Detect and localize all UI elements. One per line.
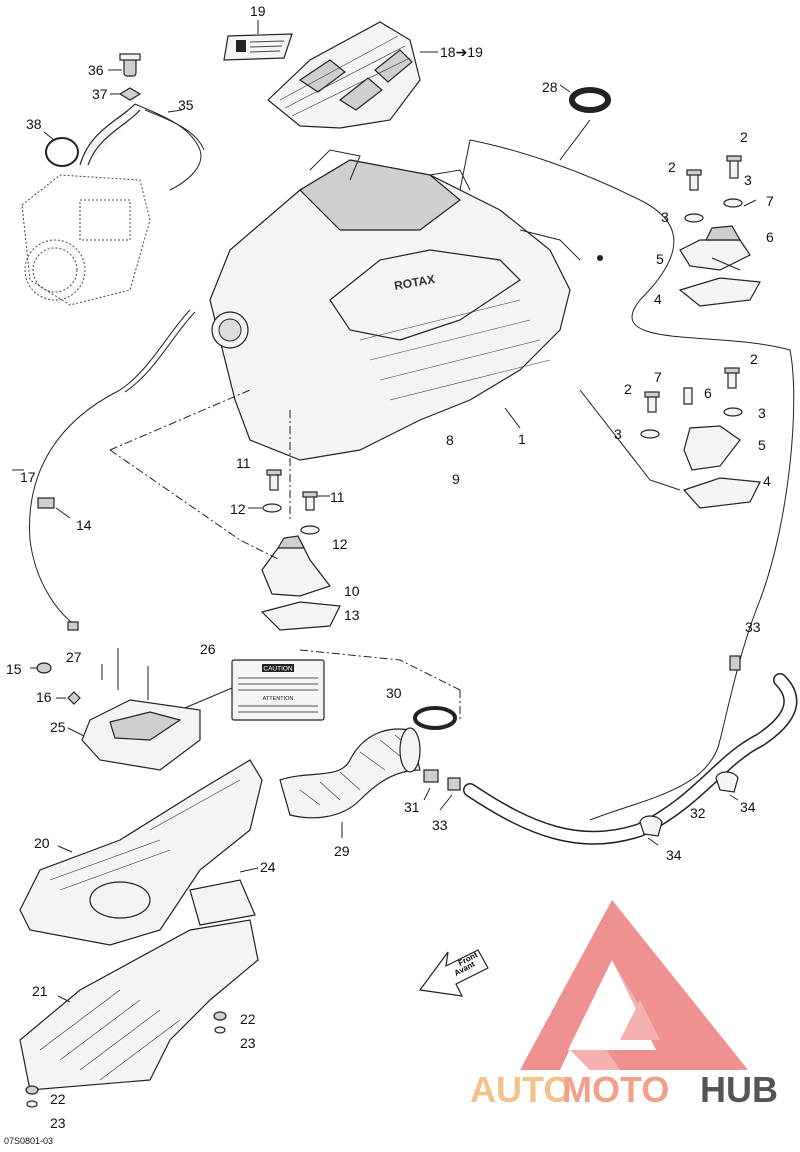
callout-28: 28 (542, 79, 558, 95)
callout-12-b: 12 (332, 536, 348, 552)
callout-33-b: 33 (432, 817, 448, 833)
airbox-part-20 (19, 759, 263, 946)
watermark-moto: MOTO (562, 1069, 669, 1110)
callout-21: 21 (32, 983, 48, 999)
callout-26: 26 (200, 641, 216, 657)
callout-25: 25 (50, 719, 66, 735)
fitting-part-36 (119, 53, 141, 77)
label-part-19 (223, 33, 293, 61)
clip-part-14 (37, 497, 55, 509)
fitting-part-33-upper (729, 655, 741, 671)
callout-35: 35 (178, 97, 194, 113)
screws-part-27 (101, 648, 149, 700)
callout-4-a: 4 (654, 291, 662, 307)
callout-34-b: 34 (666, 847, 682, 863)
callout-5-a: 5 (656, 251, 664, 267)
callout-3-d: 3 (614, 426, 622, 442)
callout-3-a: 3 (744, 172, 752, 188)
front-direction-arrow: Front Avant (418, 949, 489, 997)
callout-23-a: 23 (240, 1035, 256, 1051)
reference-code: 07S0801-03 (4, 1136, 54, 1146)
lower-mount (248, 469, 341, 631)
callout-22-b: 22 (50, 1091, 66, 1107)
airbox-base-part-21 (19, 919, 259, 1091)
callout-7-b: 7 (654, 369, 662, 385)
cable-end (67, 621, 79, 631)
clamp-part-38 (45, 137, 79, 167)
watermark-hub: HUB (700, 1069, 778, 1110)
callout-19-top: 19 (250, 3, 266, 19)
callout-20: 20 (34, 835, 50, 851)
fitting-part-15 (36, 662, 52, 674)
callout-3-b: 3 (661, 209, 669, 225)
callout-8: 8 (446, 432, 454, 448)
throttle-body-detail (21, 174, 151, 306)
callout-38: 38 (26, 116, 42, 132)
clamp-part-34 (639, 771, 739, 837)
fitting-part-31 (423, 769, 439, 783)
callout-7-a: 7 (766, 193, 774, 209)
callout-11-a: 11 (236, 455, 251, 471)
callout-1: 1 (518, 431, 526, 447)
engine-part-1: ROTAX (209, 149, 603, 461)
callout-16: 16 (36, 689, 52, 705)
callout-18-19: 18➔19 (440, 44, 483, 60)
hose-part-32 (463, 673, 798, 845)
callout-5-b: 5 (758, 437, 766, 453)
clamp-part-30 (413, 706, 457, 730)
callout-11-b: 11 (330, 489, 345, 505)
callout-30: 30 (386, 685, 402, 701)
callout-29: 29 (334, 843, 350, 859)
cover-part-24 (189, 879, 256, 926)
hose-part-35 (79, 103, 141, 166)
callout-2-c: 2 (750, 351, 758, 367)
callout-31: 31 (404, 799, 420, 815)
callout-2-b: 2 (668, 159, 676, 175)
callout-37: 37 (92, 86, 108, 102)
fitting-part-16 (67, 691, 81, 705)
cover-part-18-19 (267, 21, 421, 129)
callout-27: 27 (66, 649, 82, 665)
callout-2-d: 2 (624, 381, 632, 397)
caution-label-part-26: CAUTION ATTENTION (231, 659, 325, 721)
callout-13: 13 (344, 607, 360, 623)
callout-33-a: 33 (745, 619, 761, 635)
attention-title: ATTENTION (263, 696, 294, 702)
watermark-text: AUTO MOTO HUB (470, 1069, 778, 1110)
clamp-part-33-lower (447, 777, 461, 791)
caution-title: CAUTION (263, 666, 293, 673)
callout-32: 32 (690, 805, 706, 821)
callout-12-a: 12 (230, 501, 246, 517)
callout-6-b: 6 (704, 385, 712, 401)
callout-17: 17 (20, 469, 36, 485)
clamp-part-28 (569, 87, 611, 113)
airbox-cover-part-25 (81, 699, 201, 771)
intake-hose-part-29 (279, 727, 421, 819)
watermark-auto: AUTO (470, 1069, 571, 1110)
upper-right-mount (678, 155, 761, 307)
callout-10: 10 (344, 583, 360, 599)
clamp-part-37 (118, 87, 142, 101)
watermark-logo (520, 900, 748, 1070)
callout-15: 15 (6, 661, 22, 677)
callout-24: 24 (260, 859, 276, 875)
callout-34-a: 34 (740, 799, 756, 815)
callout-14: 14 (76, 517, 92, 533)
callout-3-c: 3 (758, 405, 766, 421)
mid-right-mount (640, 367, 761, 509)
callout-22-a: 22 (240, 1011, 256, 1027)
callout-23-b: 23 (50, 1115, 66, 1131)
grommet-part-22-23 (25, 1011, 227, 1108)
callout-6-a: 6 (766, 229, 774, 245)
callout-9: 9 (452, 471, 460, 487)
callout-2-a: 2 (740, 129, 748, 145)
callout-36: 36 (88, 62, 104, 78)
callout-4-b: 4 (763, 473, 771, 489)
